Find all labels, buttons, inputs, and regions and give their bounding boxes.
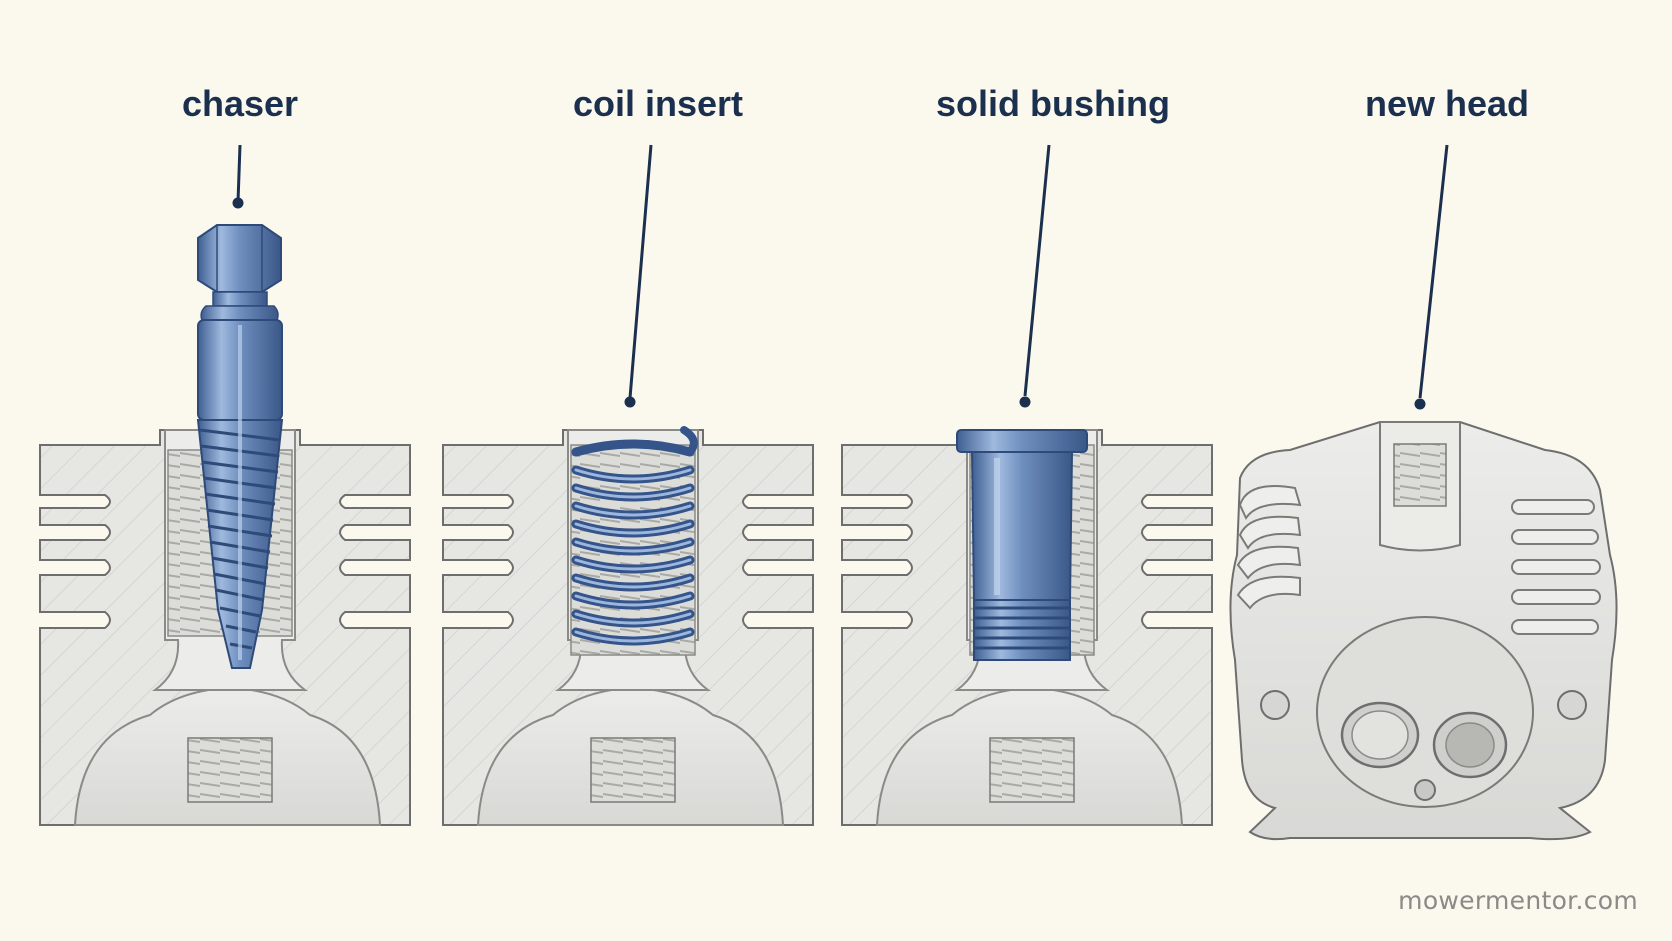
leader-line-solid-bushing: [1023, 144, 1051, 397]
watermark: mowermentor.com: [1398, 886, 1638, 915]
solid-bushing-part: [956, 429, 1088, 661]
new-cylinder-head: [1229, 421, 1618, 841]
leader-dot-new-head: [1414, 398, 1426, 410]
leader-dot-solid-bushing: [1019, 396, 1031, 408]
label-coil-insert: coil insert: [573, 83, 743, 124]
label-chaser: chaser: [182, 83, 298, 124]
leader-line-coil-insert: [628, 144, 653, 399]
coil-insert-part: [571, 426, 698, 646]
label-solid-bushing: solid bushing: [936, 83, 1170, 124]
leader-line-new-head: [1418, 144, 1449, 399]
leader-dot-coil-insert: [624, 396, 636, 408]
panel-new-head: new head: [1229, 83, 1618, 841]
label-new-head: new head: [1365, 83, 1529, 124]
leader-line-chaser: [236, 144, 242, 203]
panel-chaser: chaser: [39, 83, 411, 826]
chaser-tool: [196, 224, 284, 669]
panel-solid-bushing: solid bushing: [841, 83, 1213, 826]
leader-dot-chaser: [232, 197, 244, 209]
panel-coil-insert: coil insert: [442, 83, 814, 826]
